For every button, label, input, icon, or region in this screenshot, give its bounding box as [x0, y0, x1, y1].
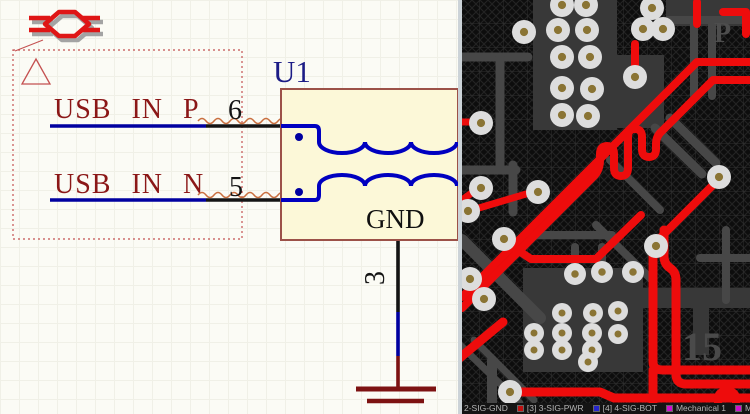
via-pad[interactable] — [472, 287, 496, 311]
via-pad[interactable] — [576, 104, 600, 128]
wires[interactable] — [50, 124, 400, 356]
diff-pair-trace-a — [462, 58, 750, 301]
via-pad[interactable] — [552, 303, 572, 323]
layer-tab-label: Mechanical 1 — [675, 403, 727, 413]
pin-5-number: 5 — [229, 172, 243, 203]
layer-tab-mechanical-2[interactable]: Mechanica — [735, 403, 750, 414]
via-pad[interactable] — [582, 323, 602, 343]
pcb-editor-panel[interactable]: P 15 — [462, 0, 750, 414]
via-pad[interactable] — [550, 103, 574, 127]
via-pad[interactable] — [644, 234, 668, 258]
net-label-usb-in-n[interactable]: USB IN N — [54, 169, 204, 200]
layer-color-swatch — [735, 405, 743, 412]
ground-power-port[interactable] — [356, 356, 436, 404]
via-pad[interactable] — [498, 380, 522, 403]
via-pad[interactable] — [575, 18, 599, 42]
layer-tab-mechanical-1[interactable]: Mechanical 1 — [665, 403, 727, 414]
via-pads[interactable] — [462, 0, 731, 403]
via-pad[interactable] — [492, 227, 516, 251]
net-label-usb-in-p[interactable]: USB IN P — [54, 94, 200, 125]
winding-polarity-dot — [295, 133, 303, 141]
via-pad[interactable] — [550, 76, 574, 100]
layer-color-swatch — [665, 405, 673, 412]
via-pad[interactable] — [622, 261, 644, 283]
panel-splitter[interactable] — [458, 0, 462, 414]
via-pad[interactable] — [608, 301, 628, 321]
via-pad[interactable] — [469, 176, 493, 200]
via-pad[interactable] — [631, 17, 655, 41]
layer-tab-label: Mechanica — [745, 403, 750, 413]
via-pad[interactable] — [524, 323, 544, 343]
layer-tab-sig-gnd[interactable]: 2-SIG-GND — [464, 403, 508, 414]
via-pad[interactable] — [623, 65, 647, 89]
via-pad[interactable] — [578, 45, 602, 69]
pin-3-number: 3 — [360, 271, 391, 285]
via-pad[interactable] — [640, 0, 664, 20]
layer-tab-label: [3] 3-SIG-PWR — [526, 403, 584, 413]
via-pad[interactable] — [550, 45, 574, 69]
via-pad[interactable] — [469, 111, 493, 135]
via-pad[interactable] — [546, 18, 570, 42]
layer-tab-bar: 2-SIG-GND [3] 3-SIG-PWR [4] 4-SIG-BOT Me… — [462, 403, 750, 414]
layer-tab-label: [4] 4-SIG-BOT — [602, 403, 657, 413]
via-pad[interactable] — [583, 303, 603, 323]
differential-pair-directive-icon[interactable] — [29, 9, 103, 43]
via-pad[interactable] — [524, 340, 544, 360]
via-pad[interactable] — [580, 77, 604, 101]
layer-tab-sig-bot[interactable]: [4] 4-SIG-BOT — [592, 403, 657, 414]
copper-text-p: P — [714, 18, 731, 49]
choke-windings — [281, 124, 458, 202]
blanket-directive-area[interactable] — [12, 49, 243, 240]
red-traces[interactable] — [462, 0, 750, 403]
via-pad[interactable] — [651, 17, 675, 41]
via-pad[interactable] — [552, 340, 572, 360]
directive-triangle-icon[interactable] — [20, 57, 52, 85]
layer-tab-label: 2-SIG-GND — [464, 403, 508, 413]
via-pad[interactable] — [462, 267, 482, 291]
pin-6-number: 6 — [228, 95, 242, 126]
via-pad[interactable] — [526, 180, 550, 204]
via-pad[interactable] — [462, 199, 480, 223]
layer-color-swatch — [592, 405, 600, 412]
component-pins[interactable] — [206, 124, 400, 312]
component-u1[interactable]: U1 GND — [273, 54, 458, 241]
via-pad[interactable] — [564, 263, 586, 285]
component-body — [280, 88, 458, 241]
directive-leader-line — [14, 39, 44, 52]
layer-tab-sig-pwr[interactable]: [3] 3-SIG-PWR — [516, 403, 584, 414]
via-pad[interactable] — [552, 323, 572, 343]
via-pad[interactable] — [550, 0, 574, 17]
via-pad[interactable] — [707, 165, 731, 189]
winding-polarity-dot — [295, 188, 303, 196]
via-pad[interactable] — [574, 0, 598, 17]
schematic-editor-panel[interactable]: USB IN P USB IN N 6 5 3 — [0, 0, 458, 414]
via-pad[interactable] — [608, 324, 628, 344]
diff-pair-trace-b — [462, 76, 750, 312]
via-pad[interactable] — [591, 261, 613, 283]
gnd-pin-name: GND — [366, 204, 425, 234]
layer-color-swatch — [516, 405, 524, 412]
compile-squiggles — [197, 117, 287, 199]
copper-text-15: 15 — [682, 324, 722, 369]
via-pad[interactable] — [578, 352, 598, 372]
component-designator: U1 — [273, 54, 311, 89]
via-pad[interactable] — [512, 20, 536, 44]
